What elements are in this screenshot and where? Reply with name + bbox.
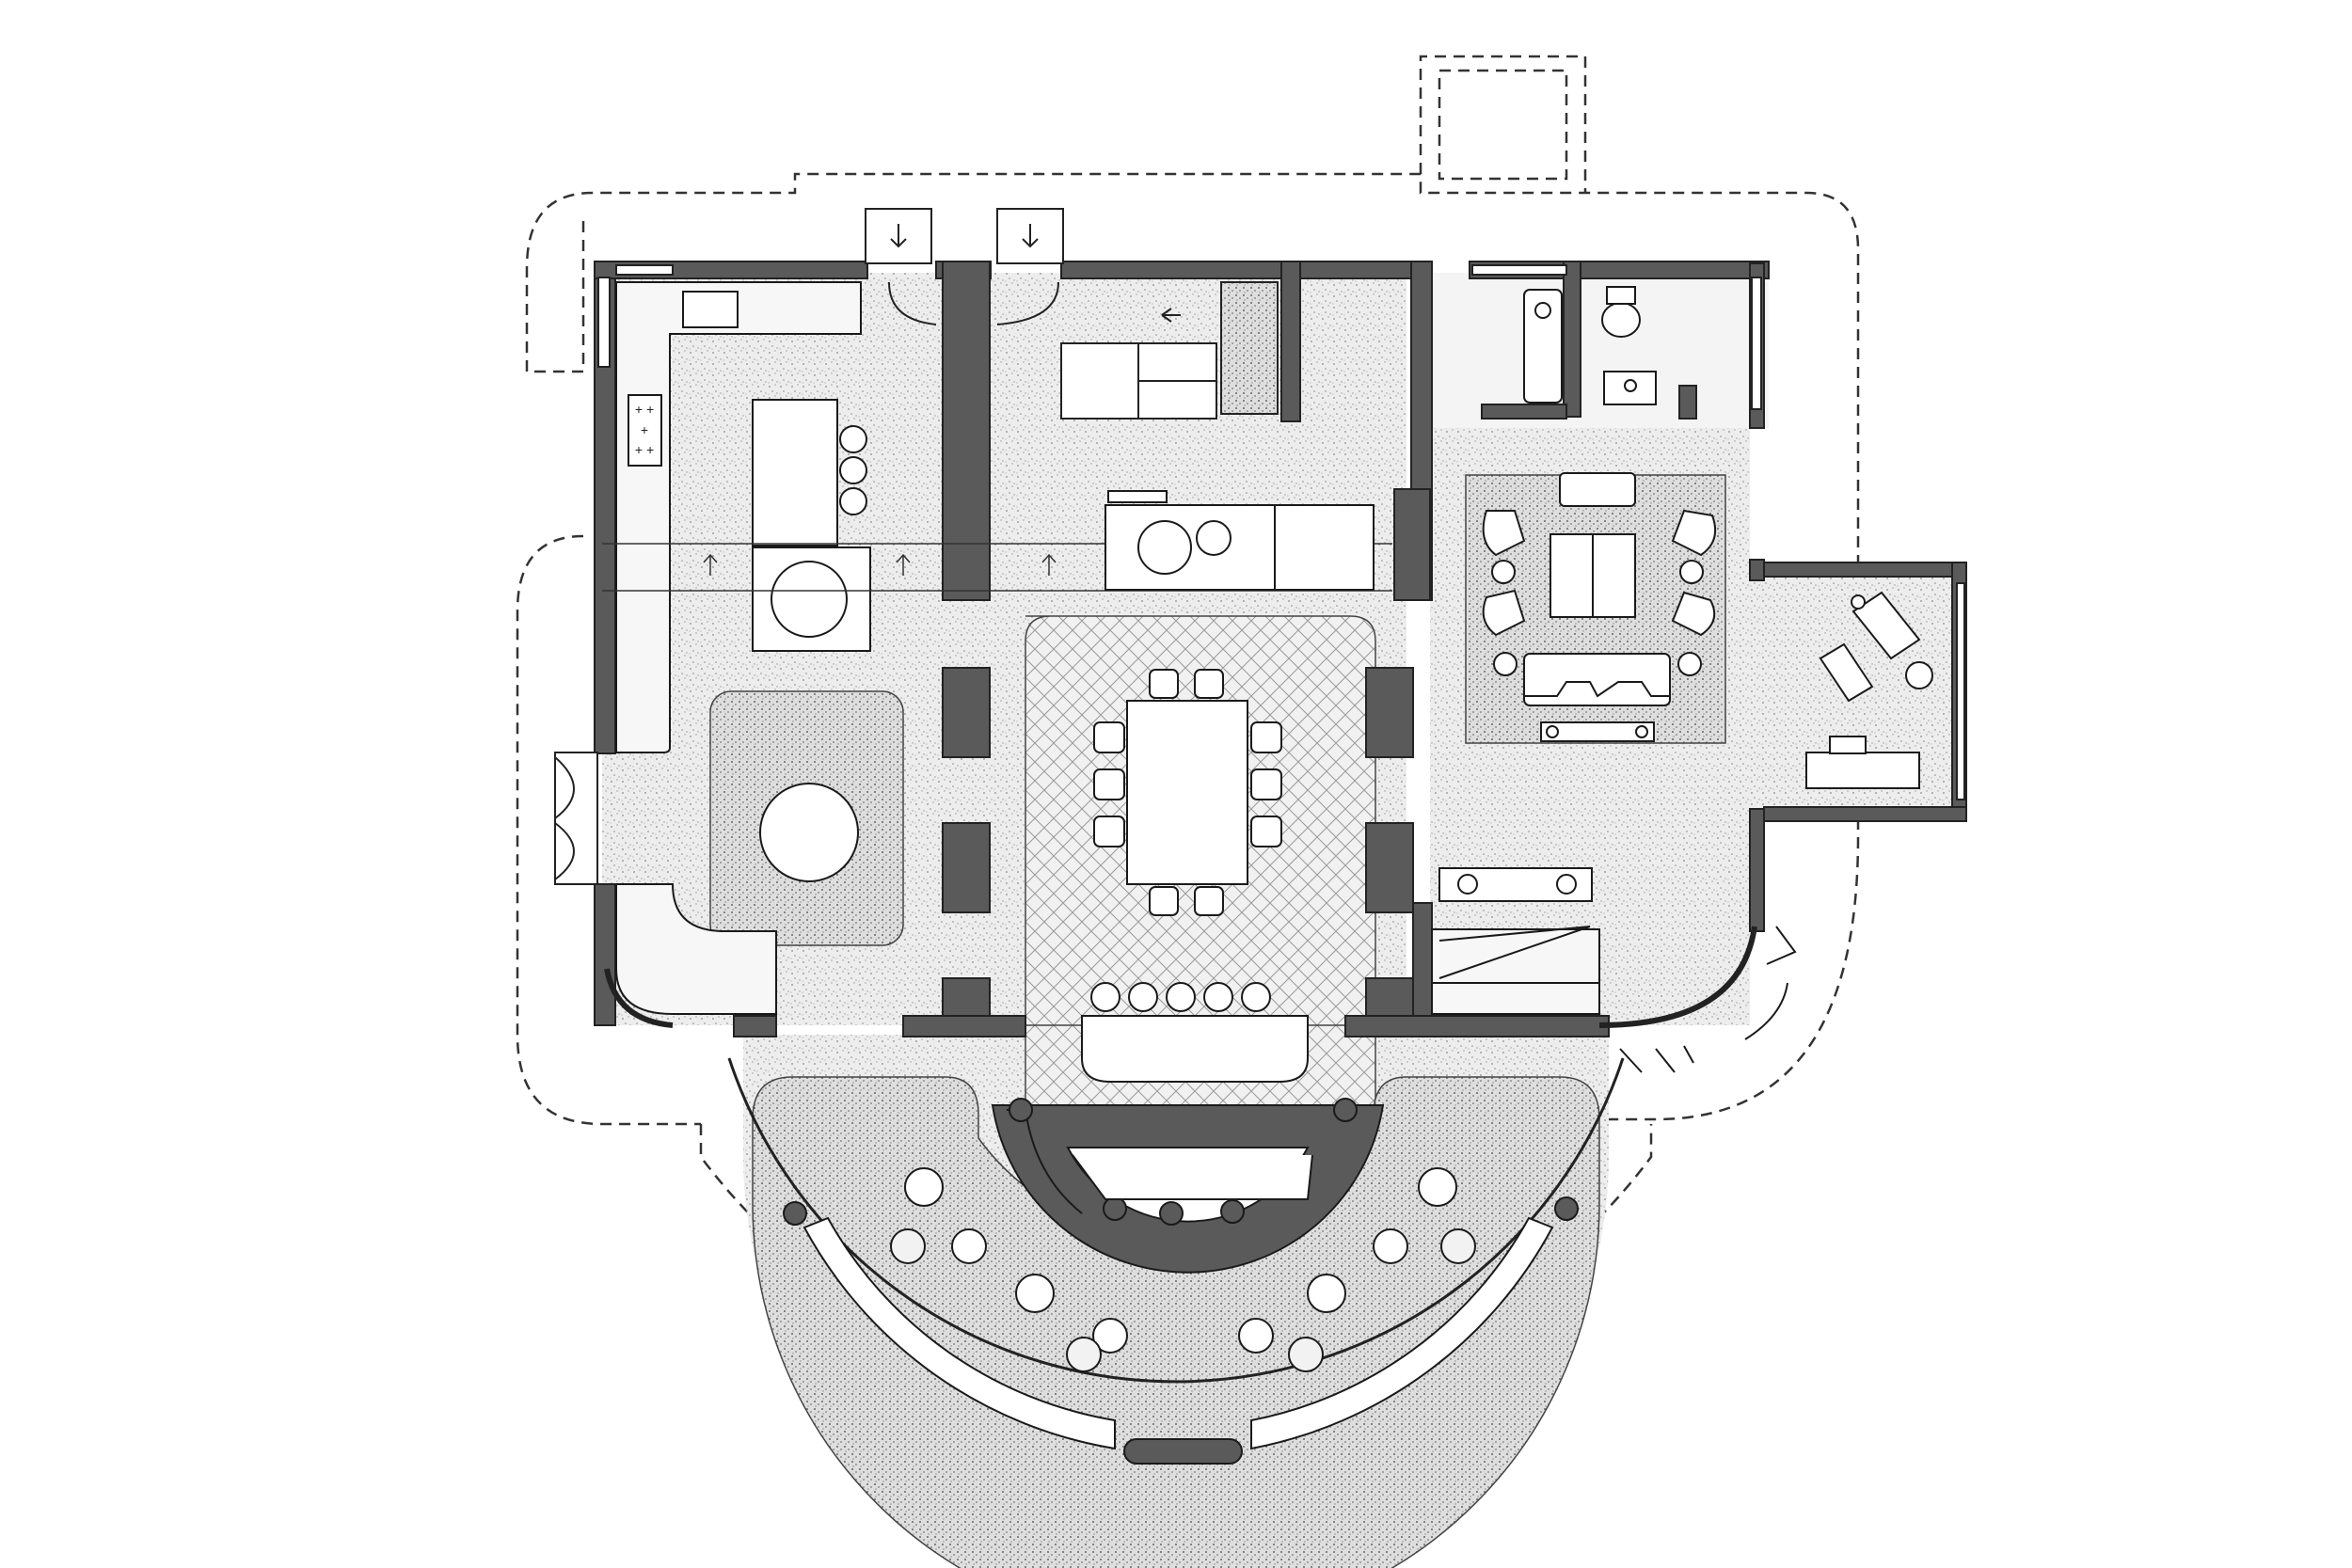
kitchen: + + + + + xyxy=(615,281,871,1015)
study xyxy=(1805,591,1933,789)
stair-arrow-icon xyxy=(890,224,907,248)
svg-text:+: + xyxy=(641,422,648,437)
svg-text:+ +: + + xyxy=(635,442,654,457)
door-swing-icon xyxy=(554,756,575,819)
semicircular-lounge xyxy=(783,1098,1579,1465)
windows xyxy=(597,264,1965,1384)
banquette xyxy=(1081,1015,1309,1083)
dining-table xyxy=(1126,700,1248,885)
sink-icon xyxy=(682,291,739,328)
hallway-storage xyxy=(1431,867,1797,1073)
direction-arrow-icon xyxy=(703,553,718,576)
svg-text:+ +: + + xyxy=(635,402,654,417)
round-table xyxy=(759,783,859,882)
bathroom xyxy=(1523,286,1657,405)
stairs xyxy=(865,208,1279,420)
sideboard xyxy=(1123,1438,1243,1465)
entry-door xyxy=(554,752,598,885)
living-room xyxy=(1482,472,1716,742)
dining-room xyxy=(1081,669,1309,1083)
hall-furniture xyxy=(1104,490,1375,591)
bathtub-icon xyxy=(1523,289,1563,404)
sofa xyxy=(1523,653,1671,706)
hob-icon xyxy=(628,394,662,467)
toilet-icon xyxy=(1601,302,1641,338)
